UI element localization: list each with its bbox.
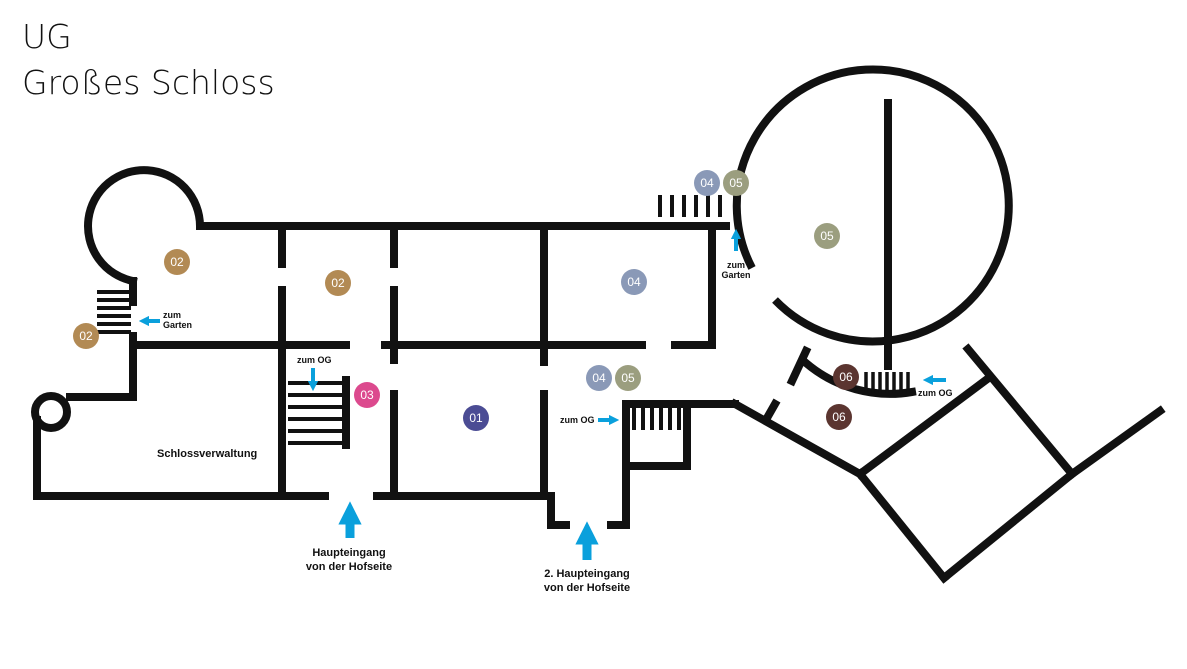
label-zum-og-middle: zum OG (560, 415, 595, 425)
label-zum-garten-left-1: zum (163, 310, 181, 320)
svg-text:05: 05 (729, 176, 743, 190)
marker-05[interactable]: 05 (723, 170, 749, 196)
marker-06[interactable]: 06 (833, 364, 859, 390)
direction-arrows (138, 228, 946, 560)
walls (33, 166, 1166, 584)
map-labels: zum Garten zum OG Schlossverwaltung zum … (157, 260, 953, 594)
svg-text:05: 05 (621, 371, 635, 385)
label-schlossverwaltung: Schlossverwaltung (157, 448, 257, 460)
svg-text:04: 04 (592, 371, 606, 385)
marker-02[interactable]: 02 (73, 323, 99, 349)
room-markers: 02 02 02 03 01 04 04 05 04 05 05 06 06 (73, 170, 859, 431)
label-haupteingang-1: Haupteingang (312, 547, 385, 559)
marker-04[interactable]: 04 (694, 170, 720, 196)
svg-text:05: 05 (820, 229, 834, 243)
stairs-garden-top (658, 195, 722, 217)
marker-04[interactable]: 04 (586, 365, 612, 391)
svg-text:02: 02 (79, 329, 93, 343)
corner-tower (31, 392, 71, 432)
stairs-left-tower (97, 290, 131, 334)
marker-01[interactable]: 01 (463, 405, 489, 431)
rotunda (732, 65, 1013, 370)
marker-05[interactable]: 05 (814, 223, 840, 249)
marker-05[interactable]: 05 (615, 365, 641, 391)
svg-text:03: 03 (360, 388, 374, 402)
marker-04[interactable]: 04 (621, 269, 647, 295)
svg-text:02: 02 (170, 255, 184, 269)
marker-03[interactable]: 03 (354, 382, 380, 408)
svg-text:02: 02 (331, 276, 345, 290)
svg-text:04: 04 (627, 275, 641, 289)
marker-02[interactable]: 02 (325, 270, 351, 296)
marker-06[interactable]: 06 (826, 404, 852, 430)
label-haupteingang-2: von der Hofseite (306, 561, 392, 573)
stairs-og-left (288, 381, 342, 445)
stairs-og-middle (632, 408, 681, 430)
stairs-rotunda (864, 372, 910, 393)
marker-02[interactable]: 02 (164, 249, 190, 275)
building-name: Großes Schloss (22, 63, 275, 102)
floor-level: UG (22, 17, 72, 56)
label-zum-og-left: zum OG (297, 355, 332, 365)
label-haupteingang2-1: 2. Haupteingang (544, 568, 630, 580)
svg-text:01: 01 (469, 411, 483, 425)
label-haupteingang2-2: von der Hofseite (544, 582, 630, 594)
svg-text:04: 04 (700, 176, 714, 190)
svg-text:06: 06 (839, 370, 853, 384)
label-zum-garten-top-2: Garten (721, 270, 750, 280)
label-zum-garten-left-2: Garten (163, 320, 192, 330)
map-title: UG Großes Schloss (22, 14, 275, 106)
label-zum-garten-top-1: zum (727, 260, 745, 270)
label-zum-og-rotunda: zum OG (918, 388, 953, 398)
svg-text:06: 06 (832, 410, 846, 424)
